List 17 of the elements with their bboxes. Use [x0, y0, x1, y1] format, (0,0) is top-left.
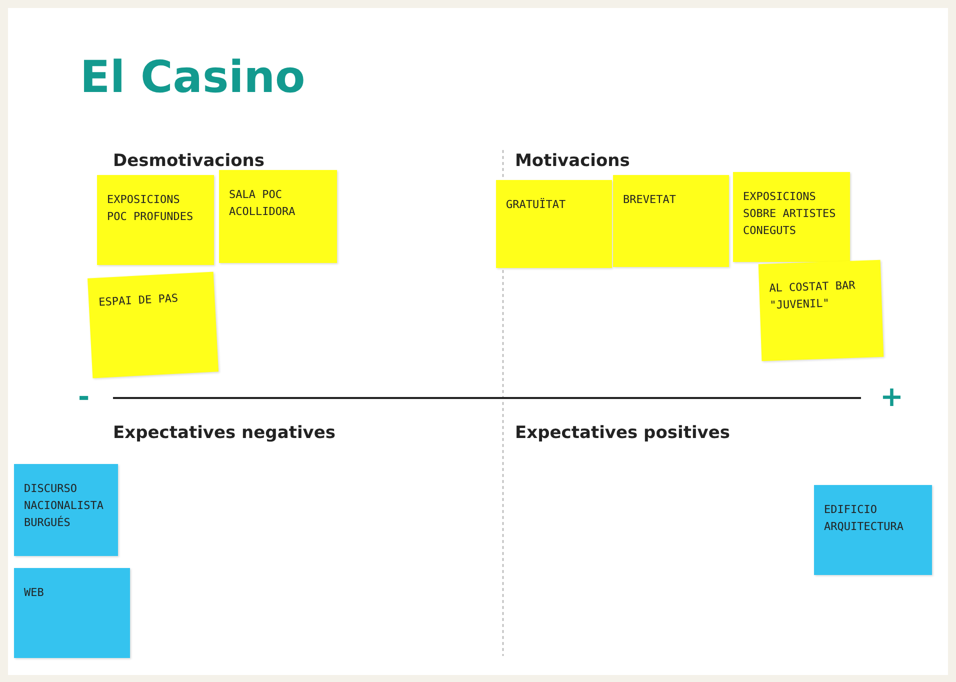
sticky-note: GRATUÏTAT — [496, 180, 612, 268]
quadrant-heading: Expectatives negatives — [113, 423, 336, 443]
title: El Casino — [80, 52, 306, 103]
sticky-note: BREVETAT — [613, 175, 729, 267]
sticky-note: SALA POC ACOLLIDORA — [219, 170, 337, 263]
quadrant-heading: Expectatives positives — [515, 423, 730, 443]
sticky-note: WEB — [14, 568, 130, 658]
sticky-note: EXPOSICIONS POC PROFUNDES — [97, 175, 214, 265]
minus-sign: - — [78, 380, 90, 413]
quadrant-heading: Motivacions — [515, 151, 630, 171]
quadrant-heading: Desmotivacions — [113, 151, 264, 171]
sticky-note: EXPOSICIONS SOBRE ARTISTES CONEGUTS — [733, 172, 850, 262]
sticky-note: EDIFICIO ARQUITECTURA — [814, 485, 932, 575]
sticky-note: AL COSTAT BAR "JUVENIL" — [758, 260, 884, 362]
sticky-note: DISCURSO NACIONALISTA BURGUÉS — [14, 464, 118, 556]
sticky-note: ESPAI DE PAS — [87, 272, 219, 378]
plus-sign: + — [880, 380, 904, 413]
